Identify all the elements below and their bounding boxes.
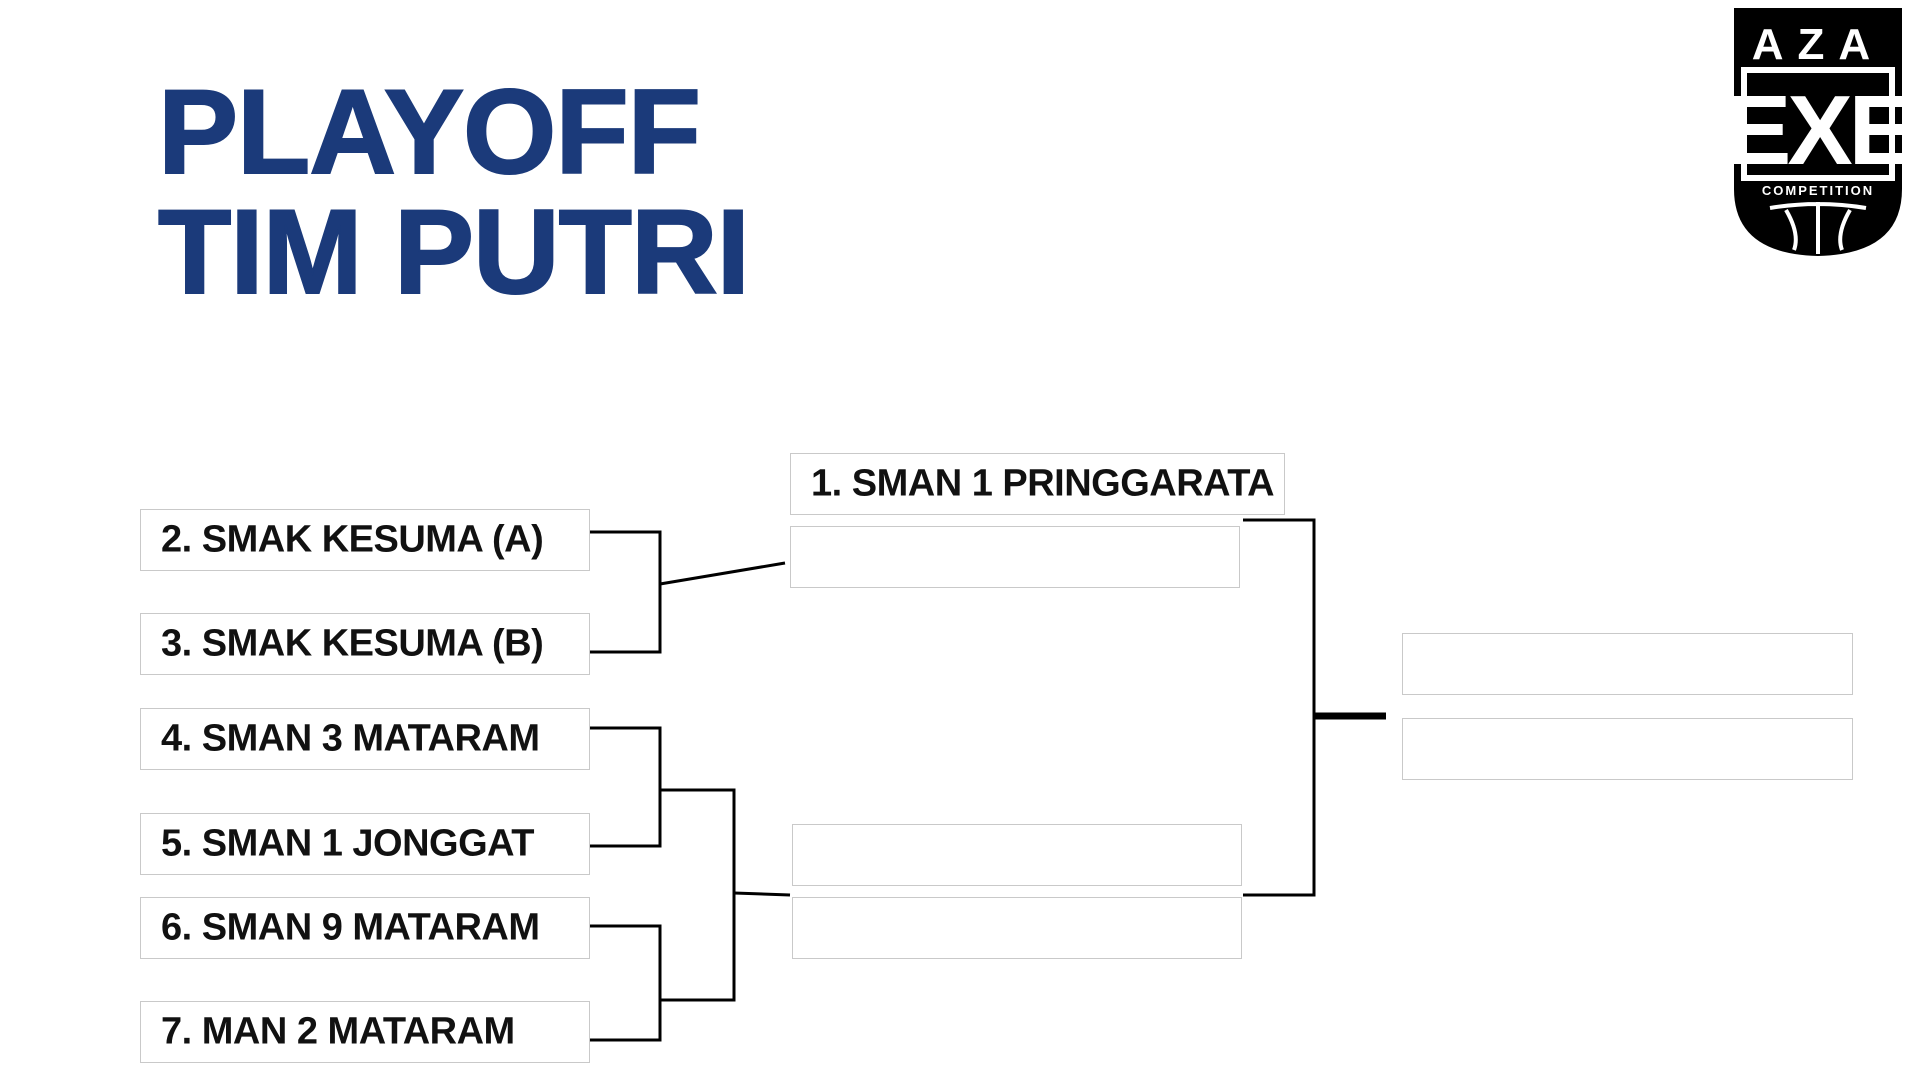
semifinal-slot-3	[792, 897, 1242, 959]
aza-exe-logo: AZA EXE COMPETITION	[1730, 8, 1906, 256]
team-slot-5: 5. SMAN 1 JONGGAT	[140, 813, 590, 875]
team-name: 1. SMAN 1 PRINGGARATA	[811, 462, 1275, 505]
page-title-line-2: TIM PUTRI	[157, 185, 751, 319]
team-name: 4. SMAN 3 MATARAM	[161, 717, 540, 760]
connector-m3	[587, 924, 662, 1042]
team-name: 3. SMAK KESUMA (B)	[161, 622, 544, 665]
final-slot-1	[1402, 633, 1853, 695]
logo-sub-text: COMPETITION	[1762, 183, 1874, 198]
team-slot-6: 6. SMAN 9 MATARAM	[140, 897, 590, 959]
connector-qf-out	[733, 891, 791, 897]
final-slot-2	[1402, 718, 1853, 780]
connector-m1-out	[659, 561, 786, 586]
team-slot-3: 3. SMAK KESUMA (B)	[140, 613, 590, 675]
connector-m2	[587, 726, 662, 848]
team-name: 6. SMAN 9 MATARAM	[161, 906, 540, 949]
logo-frame	[1741, 67, 1895, 181]
team-name: 5. SMAN 1 JONGGAT	[161, 822, 534, 865]
logo-main-text: EXE	[1730, 75, 1906, 185]
team-slot-1-bye: 1. SMAN 1 PRINGGARATA	[790, 453, 1285, 515]
basketball-icon	[1769, 202, 1867, 254]
semifinal-slot-1	[790, 526, 1240, 588]
connector-m1	[587, 530, 662, 654]
team-slot-7: 7. MAN 2 MATARAM	[140, 1001, 590, 1063]
team-slot-2: 2. SMAK KESUMA (A)	[140, 509, 590, 571]
page-title-line-1: PLAYOFF	[157, 65, 702, 199]
connector-semifinal	[1243, 518, 1316, 897]
connector-m2-m3	[660, 788, 736, 1002]
logo-top-text: AZA	[1752, 20, 1884, 69]
semifinal-slot-2	[792, 824, 1242, 886]
team-name: 7. MAN 2 MATARAM	[161, 1010, 515, 1053]
team-slot-4: 4. SMAN 3 MATARAM	[140, 708, 590, 770]
team-name: 2. SMAK KESUMA (A)	[161, 518, 544, 561]
